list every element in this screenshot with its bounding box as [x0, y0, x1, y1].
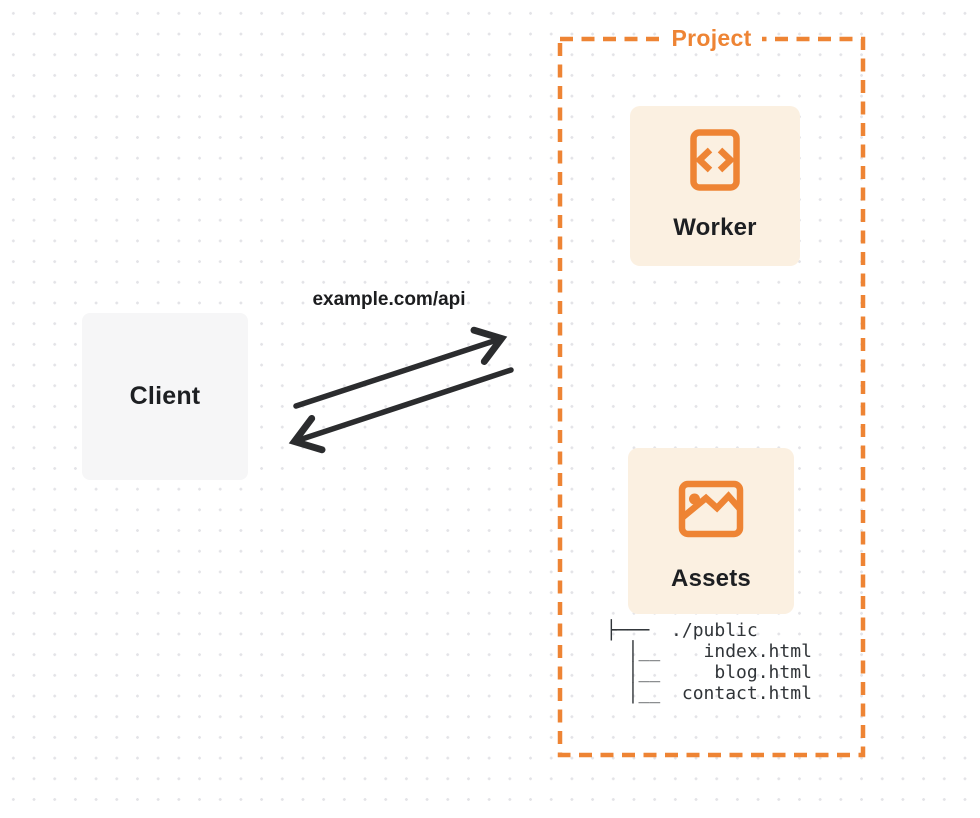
project-title: Project	[661, 25, 762, 52]
request-arrow	[293, 326, 508, 409]
tree-file: │__ blog.html	[606, 662, 812, 683]
tree-file: │__ index.html	[606, 641, 812, 662]
response-arrow	[288, 367, 514, 454]
tree-root: ├─── ./public	[606, 620, 758, 641]
image-icon	[678, 480, 744, 543]
tree-file: │__ contact.html	[606, 683, 812, 704]
assets-label: Assets	[671, 565, 751, 592]
project-title-row: Project	[560, 25, 863, 52]
code-icon	[689, 128, 741, 197]
assets-card: Assets	[628, 448, 794, 614]
worker-card: Worker	[630, 106, 800, 266]
file-tree: ├─── ./public │__ index.html │__ blog.ht…	[606, 620, 812, 704]
client-box: Client	[82, 313, 248, 480]
request-url-label: example.com/api	[312, 289, 466, 310]
worker-label: Worker	[673, 214, 757, 241]
client-label: Client	[129, 382, 201, 410]
